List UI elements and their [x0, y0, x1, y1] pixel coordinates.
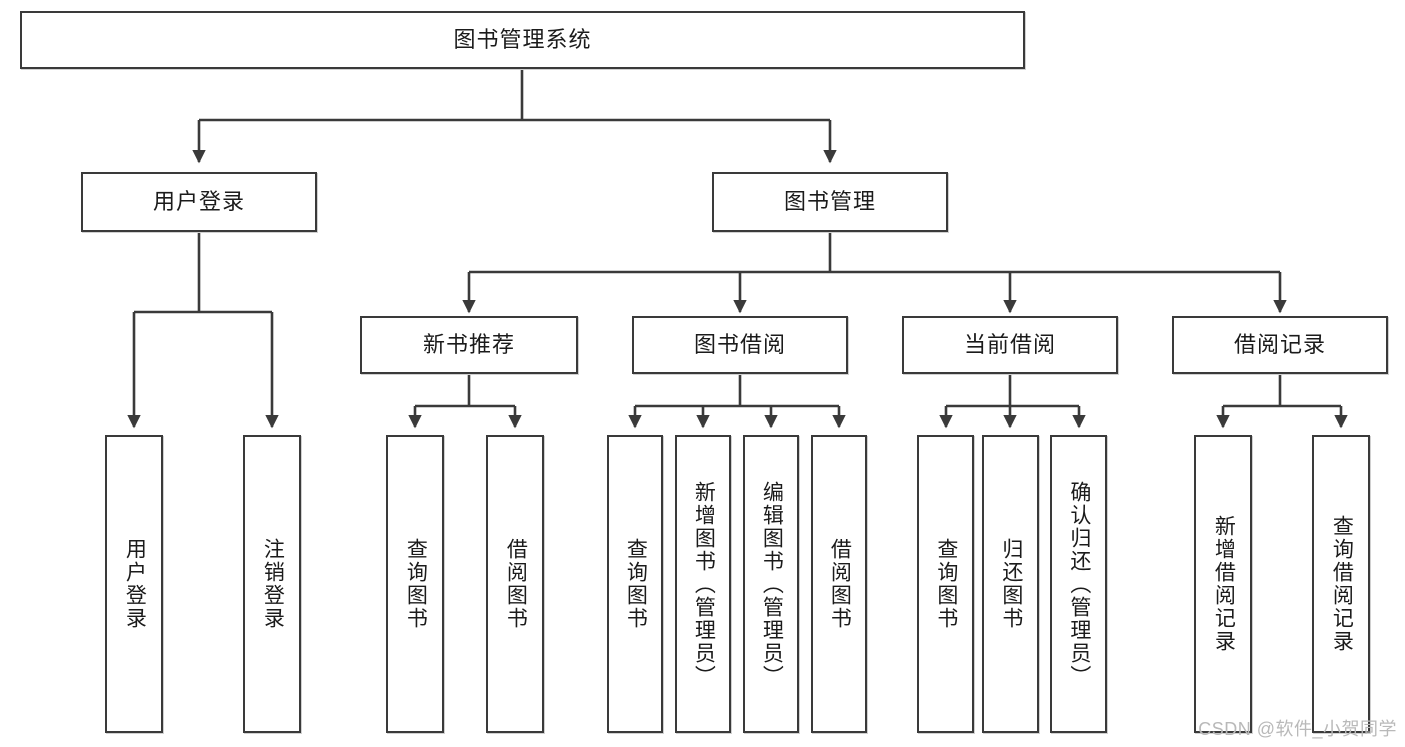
leaf-record-query-record[interactable]: 查询借阅记录 [1312, 435, 1370, 733]
node-label: 归还图书 [999, 538, 1023, 630]
node-book-borrow[interactable]: 图书借阅 [632, 316, 848, 374]
node-label: 查询图书 [404, 538, 428, 630]
node-new-book-recommend[interactable]: 新书推荐 [360, 316, 578, 374]
node-label: 编辑图书（管理员） [760, 480, 784, 688]
csdn-watermark: CSDN @软件_小贺同学 [1198, 719, 1397, 739]
node-label: 新书推荐 [422, 331, 515, 357]
node-label: 当前借阅 [963, 331, 1056, 357]
node-label: 用户登录 [152, 188, 245, 214]
node-label: 借阅记录 [1233, 331, 1326, 357]
node-label: 图书管理系统 [453, 26, 592, 52]
leaf-record-add-record[interactable]: 新增借阅记录 [1194, 435, 1252, 733]
node-book-management[interactable]: 图书管理 [712, 172, 948, 232]
node-label: 查询图书 [624, 538, 648, 630]
node-label: 查询图书 [934, 538, 958, 630]
node-user-login[interactable]: 用户登录 [81, 172, 317, 232]
node-label: 用户登录 [123, 538, 147, 630]
node-label: 注销登录 [261, 538, 285, 630]
node-label: 确认归还（管理员） [1067, 480, 1091, 688]
node-label: 查询借阅记录 [1330, 515, 1354, 653]
node-label: 借阅图书 [828, 538, 852, 630]
node-root-system[interactable]: 图书管理系统 [20, 11, 1025, 69]
node-current-borrow[interactable]: 当前借阅 [902, 316, 1118, 374]
leaf-user-login-logout[interactable]: 注销登录 [243, 435, 301, 733]
leaf-current-query-book[interactable]: 查询图书 [917, 435, 974, 733]
leaf-recommend-query-book[interactable]: 查询图书 [386, 435, 444, 733]
node-label: 图书管理 [783, 188, 876, 214]
leaf-current-confirm-return-admin[interactable]: 确认归还（管理员） [1050, 435, 1107, 733]
leaf-borrow-query-book[interactable]: 查询图书 [607, 435, 663, 733]
leaf-current-return-book[interactable]: 归还图书 [982, 435, 1039, 733]
leaf-borrow-edit-book-admin[interactable]: 编辑图书（管理员） [743, 435, 799, 733]
leaf-borrow-borrow-book[interactable]: 借阅图书 [811, 435, 867, 733]
node-label: 图书借阅 [693, 331, 786, 357]
node-label: 新增借阅记录 [1212, 515, 1236, 653]
leaf-recommend-borrow-book[interactable]: 借阅图书 [486, 435, 544, 733]
node-label: 新增图书（管理员） [692, 480, 716, 688]
node-label: 借阅图书 [504, 538, 528, 630]
leaf-borrow-add-book-admin[interactable]: 新增图书（管理员） [675, 435, 731, 733]
node-borrow-record[interactable]: 借阅记录 [1172, 316, 1388, 374]
leaf-user-login-login[interactable]: 用户登录 [105, 435, 163, 733]
